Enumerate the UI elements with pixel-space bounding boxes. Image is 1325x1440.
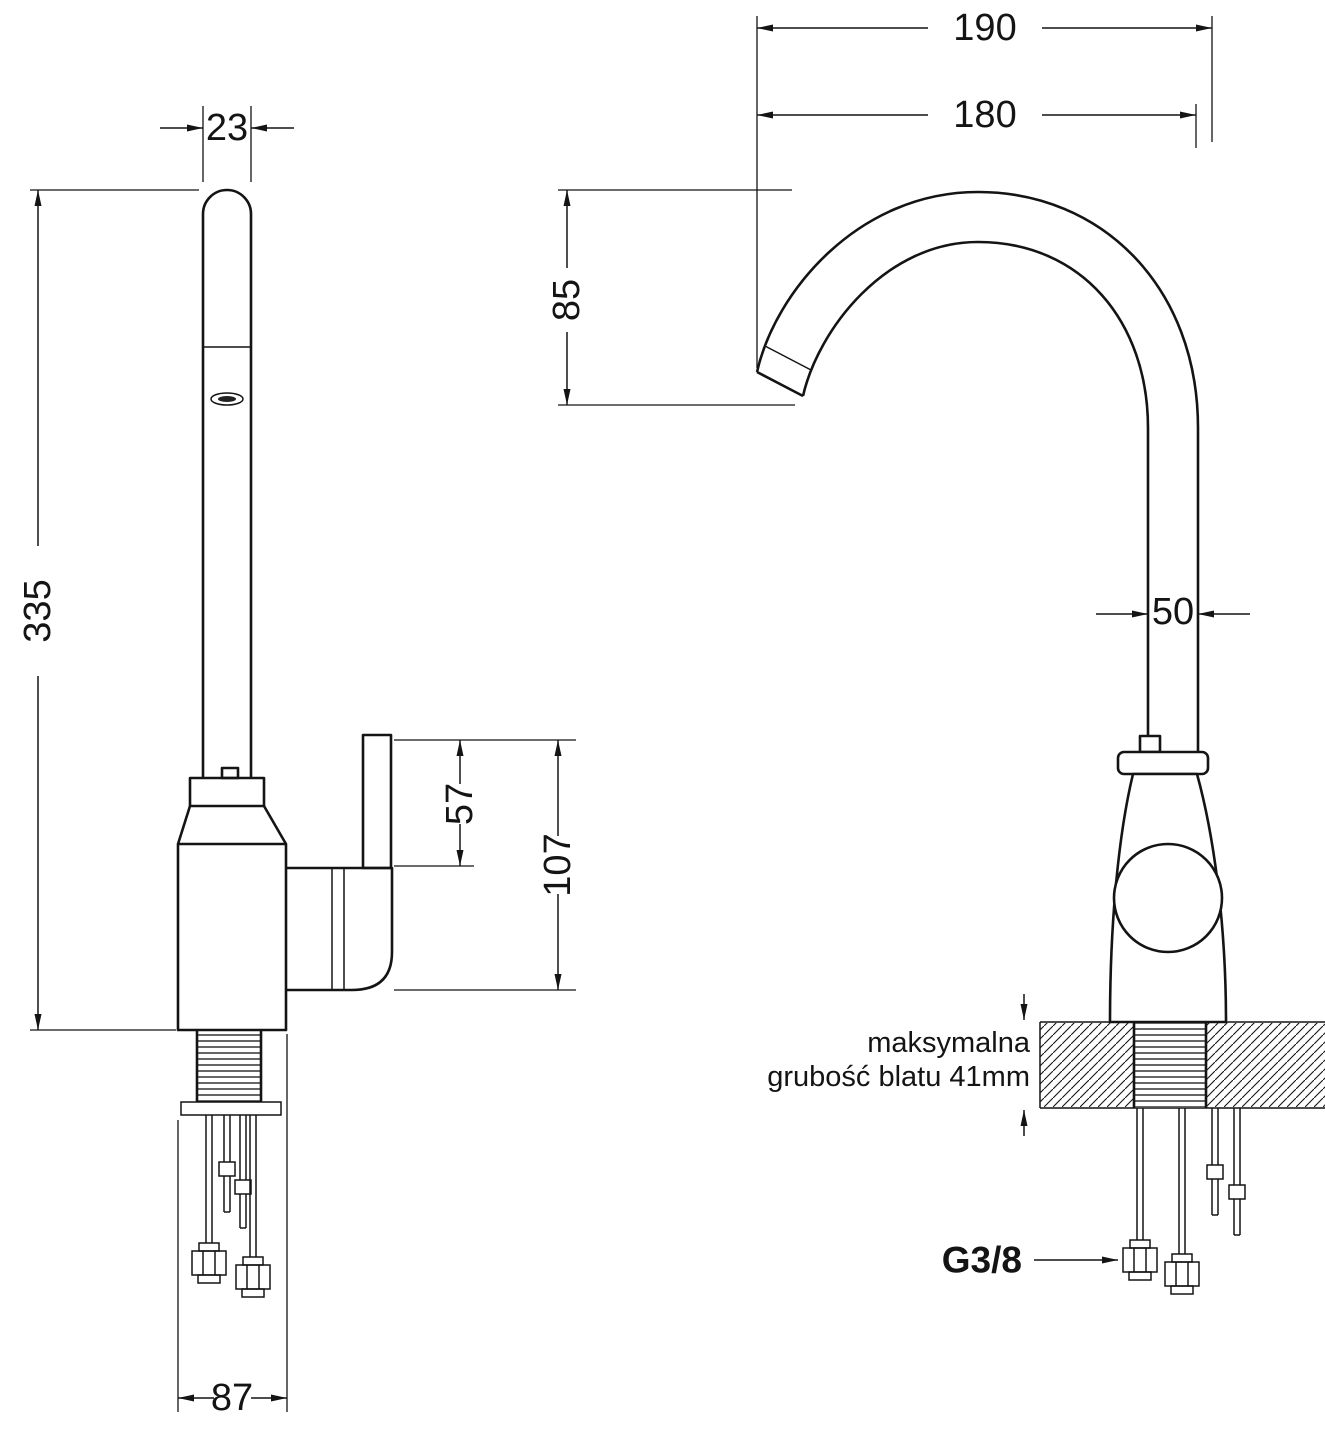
handle-housing [286, 866, 394, 992]
front-faucet [755, 190, 1228, 1024]
gooseneck-inner [801, 240, 1150, 752]
hose-cap [241, 1288, 265, 1298]
thread-callout: G3/8 [942, 1240, 1118, 1281]
dim-label-57: 57 [439, 783, 481, 825]
spout-aerator-band [764, 345, 812, 371]
dim-label-180: 180 [953, 94, 1016, 136]
hose-cap [1128, 1271, 1152, 1281]
hose-hex-nut [1122, 1247, 1158, 1273]
cartridge-cap [1112, 842, 1224, 954]
thread-label-g38: G3/8 [942, 1240, 1022, 1281]
spout-end-face [756, 370, 804, 398]
base-plate [180, 1101, 282, 1116]
dim-spout-reach: 180 [757, 94, 1197, 148]
stud-nut [1206, 1164, 1224, 1180]
dim-label-87: 87 [211, 1377, 253, 1419]
dim-label-190: 190 [953, 7, 1016, 49]
body-taper-right [262, 805, 288, 845]
note-line-2: grubość blatu 41mm [767, 1061, 1030, 1093]
handle-lever [361, 733, 393, 870]
dim-label-335: 335 [17, 579, 59, 642]
stud-nut [218, 1161, 236, 1177]
body-taper-left [176, 805, 192, 845]
front-mounting-hardware [1122, 1108, 1246, 1295]
dim-label-50: 50 [1152, 591, 1194, 633]
dim-overall-reach: 190 [756, 7, 1213, 368]
dim-pipe-width: 50 [1096, 591, 1250, 633]
hose-collar [1129, 1239, 1151, 1249]
side-view: 23 335 57 107 [17, 106, 579, 1419]
dim-body-offset: 107 [394, 740, 579, 991]
aerator-hole [218, 396, 236, 402]
threaded-shank [197, 1030, 261, 1102]
body-block [176, 842, 288, 1032]
spout-pipe-outline [201, 188, 253, 778]
hose-hex-nut [235, 1264, 271, 1290]
dim-label-23: 23 [206, 107, 248, 149]
aerator-outline [210, 392, 244, 406]
shank-threads [1134, 1023, 1206, 1107]
gooseneck-outer [755, 190, 1200, 752]
handle-bar [1116, 750, 1210, 776]
hose-cap [197, 1274, 221, 1284]
dim-label-107: 107 [537, 833, 579, 896]
collar [188, 776, 266, 808]
hose-collar [242, 1256, 264, 1266]
dim-spout-drop: 85 [546, 189, 795, 406]
dim-handle-offset: 57 [394, 739, 576, 867]
front-counter [1039, 1021, 1325, 1109]
counter-thickness-note: maksymalna grubość blatu 41mm [767, 994, 1031, 1136]
lever-stub [1138, 734, 1162, 754]
side-shank [180, 1030, 282, 1116]
dim-base-width: 87 [177, 1034, 288, 1419]
dim-label-85: 85 [546, 279, 588, 321]
note-line-1: maksymalna [867, 1027, 1031, 1059]
hose-hex-nut [1164, 1261, 1200, 1287]
dim-spout-diameter: 23 [160, 106, 294, 182]
dim-total-height: 335 [17, 189, 199, 1031]
side-body [176, 733, 394, 1032]
hose-hex-nut [191, 1250, 227, 1276]
front-view: 190 180 85 50 maksymalna grub [546, 7, 1325, 1295]
hose-collar [1171, 1253, 1193, 1263]
stud-nut [234, 1179, 252, 1195]
side-mounting-hardware [191, 1115, 271, 1298]
hose-cap [1170, 1285, 1194, 1295]
collar-notch [220, 766, 240, 780]
stud-nut [1228, 1184, 1246, 1200]
hose-collar [198, 1242, 220, 1252]
side-spout [201, 188, 253, 778]
